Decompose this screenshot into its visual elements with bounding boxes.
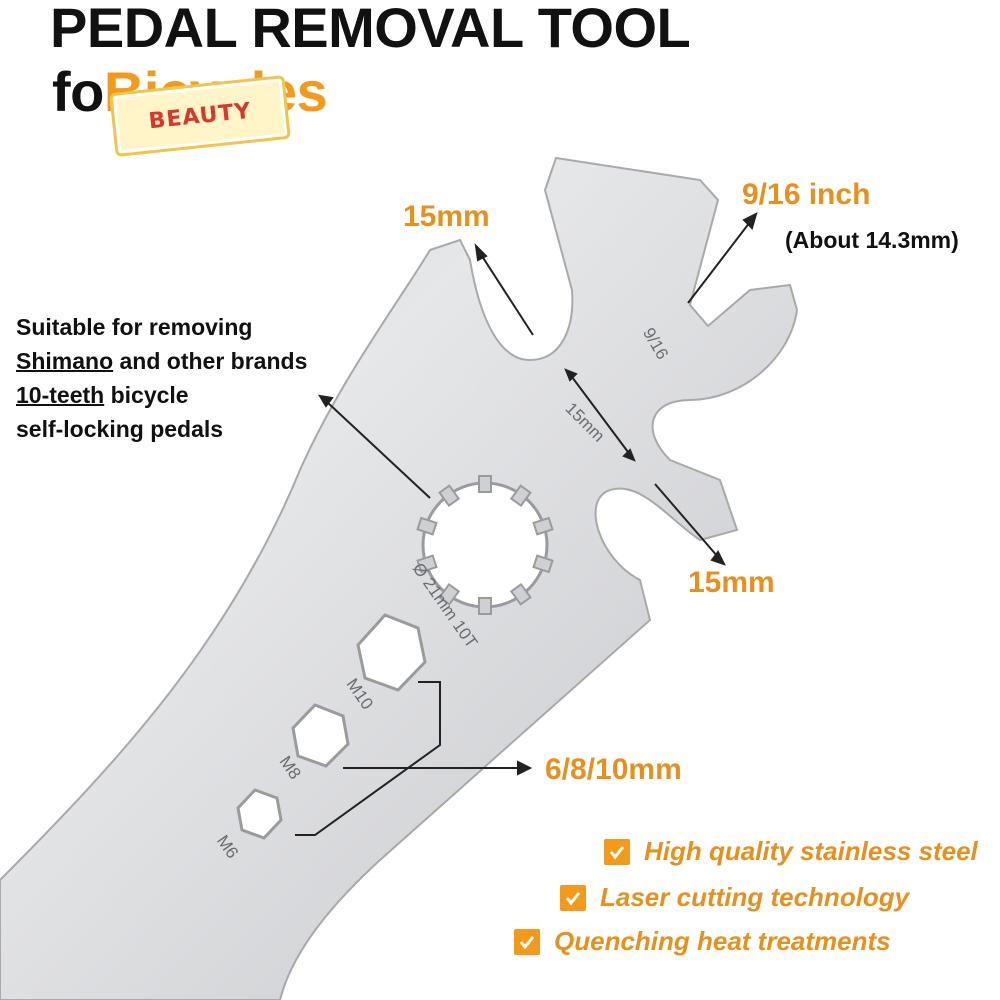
label-inch-size: 9/16 inch <box>742 178 871 211</box>
title-line2-prefix: fo <box>52 60 104 123</box>
label-15mm-bottom: 15mm <box>688 566 775 599</box>
description-line2-rest: and other brands <box>113 348 308 374</box>
title-line1: PEDAL REMOVAL TOOL <box>50 0 691 59</box>
checkbox-icon <box>514 928 540 955</box>
brand-shimano: Shimano <box>16 348 114 374</box>
hex-m10 <box>356 613 427 692</box>
teeth-count: 10-teeth <box>16 382 105 408</box>
feature-text: Laser cutting technology <box>600 882 910 912</box>
feature-item: Laser cutting technology <box>560 882 909 913</box>
label-inch-metric: (About 14.3mm) <box>785 227 959 253</box>
description-line4: self-locking pedals <box>16 416 224 442</box>
feature-item: Quenching heat treatments <box>514 926 891 957</box>
hex-m6 <box>236 788 283 840</box>
label-15mm-top: 15mm <box>403 200 490 233</box>
description-line3-rest: bicycle <box>104 382 189 408</box>
spline-opening <box>416 475 554 615</box>
hex-m8 <box>291 703 350 768</box>
feature-item: High quality stainless steel <box>604 836 978 867</box>
checkbox-icon <box>560 884 586 911</box>
feature-text: Quenching heat treatments <box>554 926 891 956</box>
badge-text: BEAUTY <box>147 98 253 134</box>
description-line2: Shimano and other brands <box>16 344 307 378</box>
description: Suitable for removing Shimano and other … <box>16 310 307 446</box>
description-line3: 10-teeth bicycle <box>16 378 307 412</box>
feature-text: High quality stainless steel <box>644 836 978 866</box>
description-line1: Suitable for removing <box>16 314 253 340</box>
label-hex-sizes: 6/8/10mm <box>545 753 682 786</box>
annotation-arrows <box>295 212 758 836</box>
checkbox-icon <box>604 838 630 865</box>
wrench-body <box>0 156 799 1000</box>
